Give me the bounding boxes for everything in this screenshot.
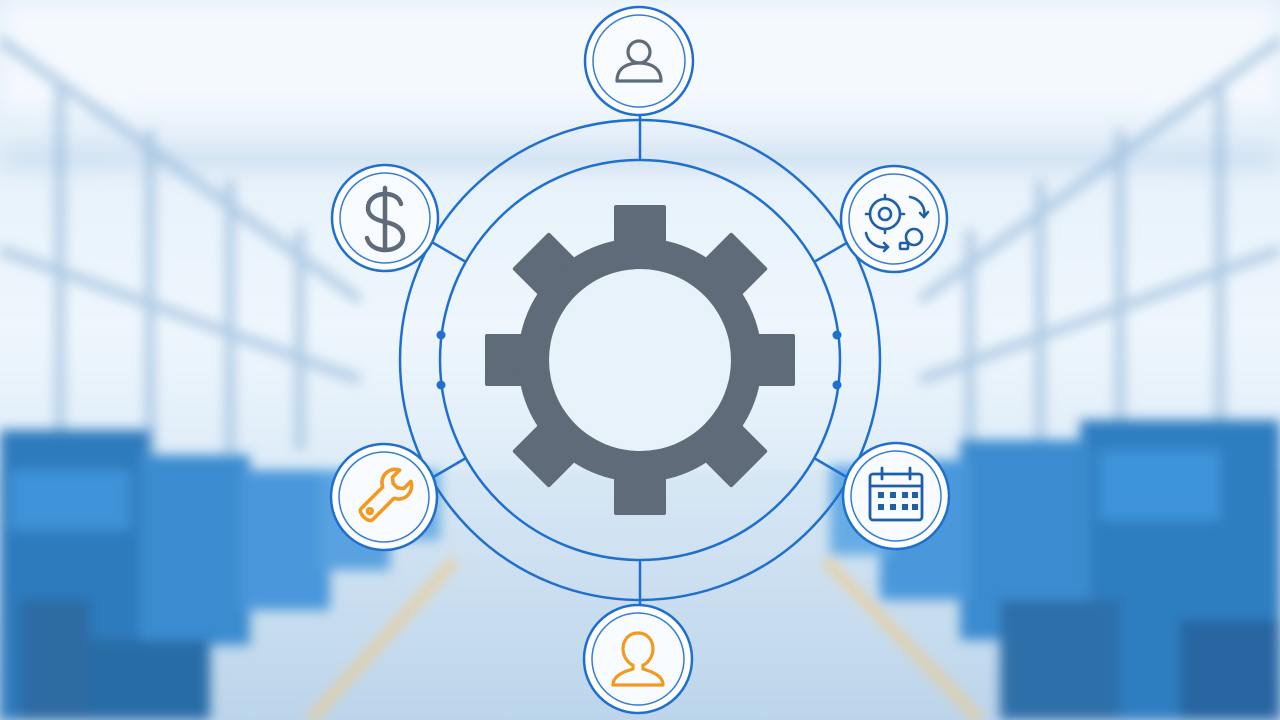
wrench-icon — [358, 467, 414, 523]
upper-right-process-node — [839, 164, 949, 274]
calendar-icon — [868, 466, 924, 522]
ring-dots — [436, 330, 842, 390]
connector-lines — [429, 113, 851, 607]
top-person-node — [583, 5, 695, 117]
process-cycle-icon — [864, 193, 930, 253]
lower-right-calendar-node — [841, 441, 951, 551]
person-icon — [611, 631, 665, 687]
bottom-person-node — [582, 603, 694, 715]
person-icon — [615, 39, 663, 83]
lower-left-wrench-node — [329, 442, 439, 552]
dollar-icon — [364, 185, 406, 253]
gear-icon — [485, 205, 795, 515]
upper-left-dollar-node — [330, 163, 440, 273]
